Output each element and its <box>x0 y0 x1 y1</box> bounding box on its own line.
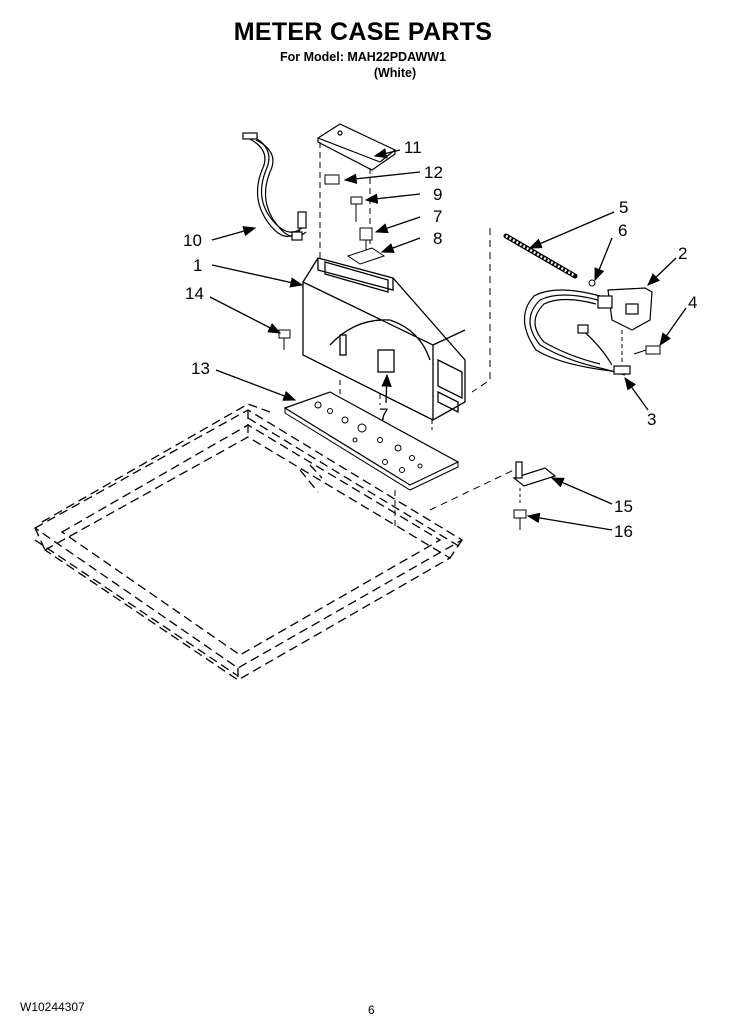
document-number: W10244307 <box>20 1000 85 1014</box>
callout-1: 1 <box>193 256 202 275</box>
callout-4: 4 <box>688 293 697 312</box>
screw-part-16 <box>513 509 527 530</box>
model-subtitle: For Model: MAH22PDAWW1 (White) <box>0 49 726 81</box>
screw-part-4 <box>633 345 661 355</box>
meter-case <box>302 257 466 421</box>
mounting-plate <box>283 391 460 491</box>
callout-3: 3 <box>647 410 656 429</box>
color-line: (White) <box>373 66 417 80</box>
rod-part <box>503 233 578 279</box>
callout-12: 12 <box>424 163 443 182</box>
sensor-wire-harness <box>523 289 631 376</box>
callout-11: 11 <box>404 138 422 157</box>
callout-2: 2 <box>678 244 687 263</box>
relay-part <box>359 227 373 250</box>
page-title: METER CASE PARTS <box>233 18 493 46</box>
callout-9: 9 <box>433 185 442 204</box>
callout-16: 16 <box>614 522 633 541</box>
bracket-part <box>346 247 386 265</box>
callout-15: 15 <box>614 497 633 516</box>
callout-13: 13 <box>191 359 210 378</box>
model-line: For Model: MAH22PDAWW1 <box>280 50 446 64</box>
leader-lines <box>209 148 687 531</box>
callout-7-upper: 7 <box>433 207 442 226</box>
page-number: 6 <box>368 1003 375 1017</box>
callout-5: 5 <box>619 198 628 217</box>
case-cover <box>316 123 397 171</box>
switch-assembly <box>597 287 653 331</box>
clip-part <box>324 174 340 185</box>
callout-10: 10 <box>183 231 202 250</box>
washer-part <box>588 279 596 287</box>
screw-part-14 <box>278 329 291 350</box>
callout-7-lower: 7 <box>379 405 388 424</box>
screw-part <box>350 196 363 222</box>
wire-harness <box>242 132 307 241</box>
cabinet-frame-outline <box>33 403 464 681</box>
callout-6: 6 <box>618 221 627 240</box>
mounting-bracket <box>512 461 557 487</box>
callout-8: 8 <box>433 229 442 248</box>
callout-14: 14 <box>185 284 204 303</box>
